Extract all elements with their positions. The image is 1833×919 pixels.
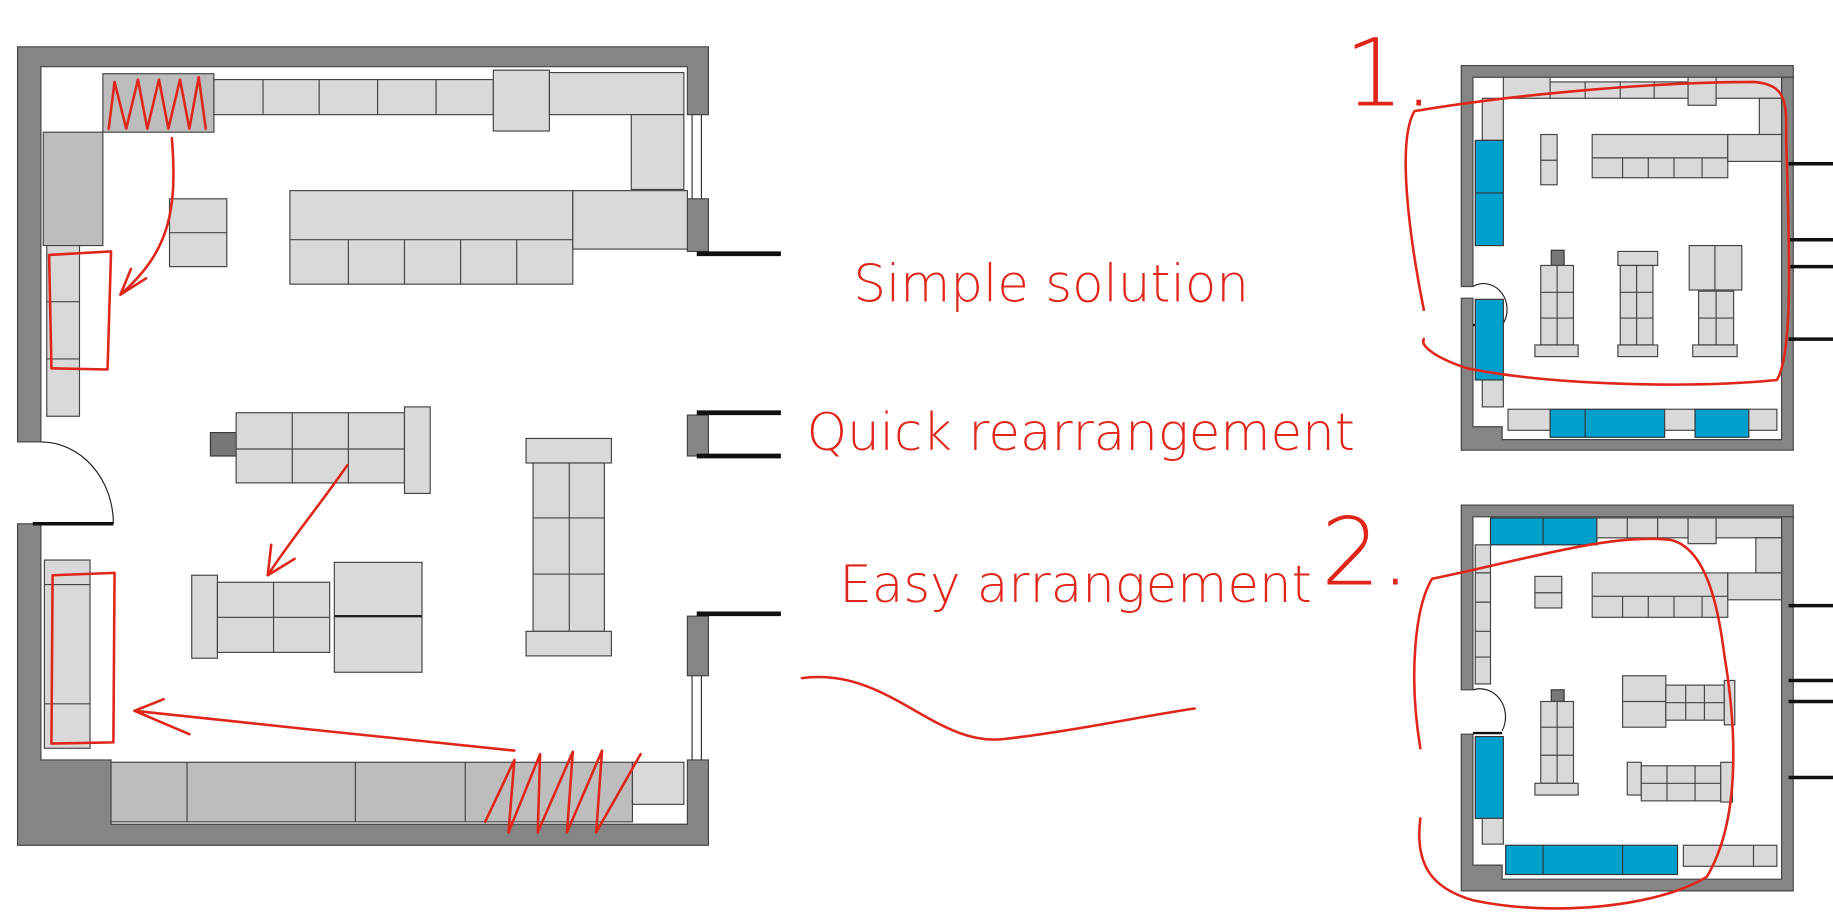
annotation-simple-solution: Simple solution (853, 255, 1249, 315)
scribble (483, 749, 642, 834)
annotation-easy-arrangement: Easy arrangement (839, 555, 1311, 615)
variant-2-label: 2. (1321, 499, 1410, 608)
shelving (42, 69, 688, 823)
highlight-box (47, 250, 113, 371)
underline-squiggle (800, 675, 1197, 741)
variant-1-label: 1. (1344, 19, 1433, 128)
windows (691, 114, 702, 760)
arrow (266, 464, 349, 577)
variant-1-floor-plan (1404, 64, 1833, 451)
wall-pillar (686, 198, 710, 253)
annotation-texts: Simple solution Quick rearrangement Easy… (807, 19, 1434, 615)
selection-loop (1412, 537, 1735, 910)
entrance-lines (696, 251, 781, 617)
main-floor-plan (16, 46, 1197, 846)
red-markup (47, 75, 1197, 834)
arrow (119, 136, 175, 296)
wall-pillar (686, 615, 710, 677)
wall-pillar (686, 414, 710, 457)
door (32, 441, 114, 526)
wall (16, 523, 710, 846)
highlight-box (50, 571, 116, 745)
scribble (107, 75, 208, 130)
annotation-quick-rearrangement: Quick rearrangement (807, 403, 1355, 463)
selection-loop (1404, 80, 1791, 386)
variant-2-floor-plan (1412, 504, 1833, 910)
arrow (133, 697, 516, 752)
wall (16, 46, 710, 443)
